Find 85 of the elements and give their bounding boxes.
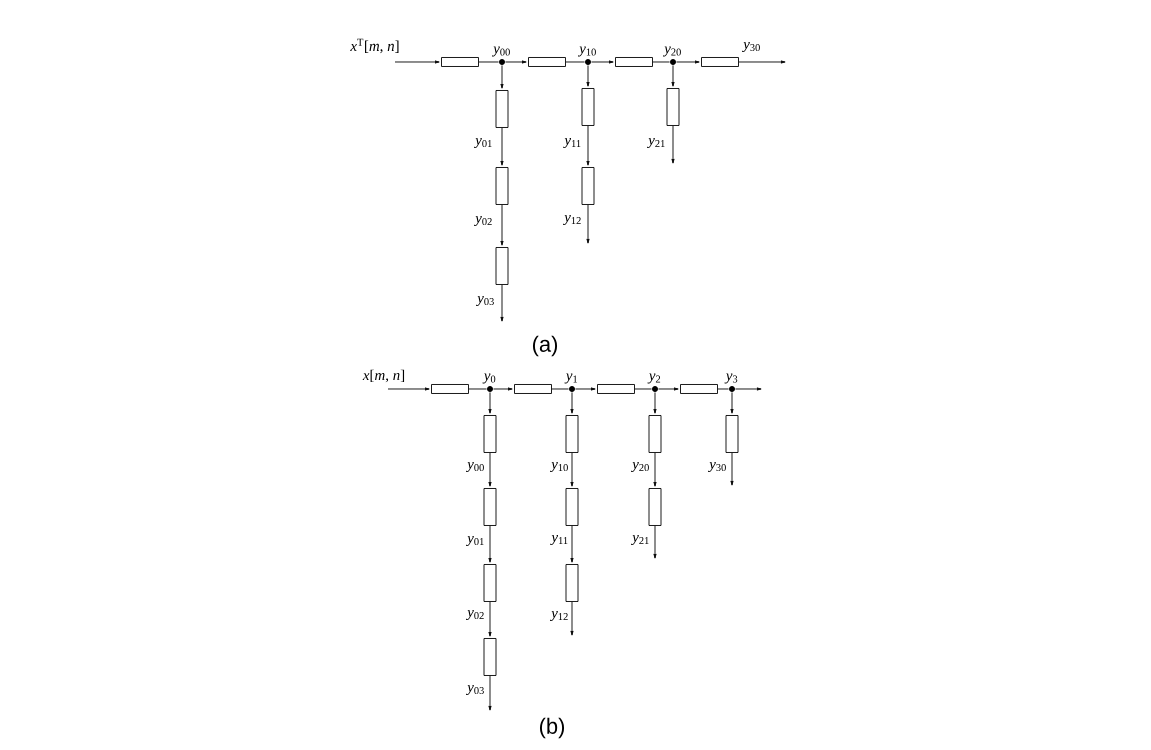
arrow	[738, 60, 786, 64]
arrow	[658, 387, 679, 391]
arrow	[488, 392, 492, 414]
block-box	[514, 384, 552, 394]
signal-label: y$_{01}$	[465, 535, 484, 547]
block-box	[483, 564, 497, 602]
arrow	[575, 387, 596, 391]
arrow	[488, 525, 492, 563]
signal-label: x[m, n]	[362, 369, 405, 383]
arrow	[570, 525, 574, 563]
arrow	[570, 392, 574, 414]
arrow	[653, 525, 657, 559]
signal-label: y$_{21}$	[630, 534, 649, 546]
block-box	[495, 167, 509, 205]
signal-label: y$_{2}$	[647, 373, 661, 384]
arrow	[730, 392, 734, 414]
block-box	[581, 88, 595, 126]
signal-label: y$_{10}$	[577, 46, 596, 57]
signal-label: y$_{21}$	[646, 137, 665, 149]
arrow	[735, 387, 762, 391]
signal-label: y$_{11}$	[550, 534, 568, 546]
arrow	[653, 392, 657, 414]
signal-label: y$_{00}$	[465, 461, 484, 473]
block-box	[528, 57, 566, 67]
block-box	[725, 415, 739, 453]
signal-label: y$_{03}$	[465, 684, 484, 696]
signal-label: y$_{10}$	[549, 461, 568, 473]
block-box	[483, 488, 497, 526]
arrow	[653, 452, 657, 487]
arrow	[591, 60, 614, 64]
block-box	[565, 488, 579, 526]
arrow	[500, 65, 504, 89]
arrow	[671, 125, 675, 164]
arrow	[586, 65, 590, 87]
arrow	[488, 452, 492, 487]
arrow	[500, 284, 504, 322]
arrow	[570, 601, 574, 636]
block-box	[581, 167, 595, 205]
arrow	[394, 60, 440, 64]
signal-label: y$_{12}$	[562, 214, 581, 226]
signal-label: y$_{30}$	[741, 41, 760, 53]
arrow	[671, 65, 675, 87]
block-box	[648, 488, 662, 526]
block-box	[483, 415, 497, 453]
block-box	[648, 415, 662, 453]
arrow	[676, 60, 700, 64]
block-box	[615, 57, 653, 67]
block-box	[701, 57, 739, 67]
signal-label: y$_{1}$	[564, 373, 578, 384]
signal-label: y$_{20}$	[630, 461, 649, 473]
block-box	[495, 90, 509, 128]
block-box	[597, 384, 635, 394]
block-box	[483, 638, 497, 676]
panel-label: (a)	[532, 335, 558, 357]
arrow	[730, 452, 734, 486]
arrow	[586, 125, 590, 166]
signal-label: y$_{12}$	[549, 610, 568, 622]
arrow	[500, 204, 504, 246]
arrow	[493, 387, 513, 391]
arrow	[505, 60, 527, 64]
signal-label: y$_{3}$	[724, 373, 738, 384]
arrow	[488, 675, 492, 711]
signal-label: y$_{02}$	[465, 609, 484, 621]
arrow	[586, 204, 590, 244]
block-box	[431, 384, 469, 394]
block-box	[565, 415, 579, 453]
signal-label: y$_{00}$	[491, 46, 510, 57]
arrow	[387, 387, 430, 391]
signal-label: y$_{20}$	[662, 46, 681, 57]
panel-label: (b)	[539, 717, 565, 739]
block-box	[495, 247, 509, 285]
signal-label: y$_{11}$	[563, 137, 581, 149]
signal-label: y$_{03}$	[475, 295, 494, 307]
signal-label: y$_{02}$	[473, 215, 492, 227]
block-box	[565, 564, 579, 602]
signal-label: y$_{30}$	[707, 461, 726, 473]
arrow	[488, 601, 492, 637]
arrow	[500, 127, 504, 166]
block-box	[666, 88, 680, 126]
block-box	[680, 384, 718, 394]
signal-label: x$^{T}$[m, n]	[350, 38, 399, 54]
signal-label: y$_{0}$	[482, 373, 496, 384]
arrow	[570, 452, 574, 487]
block-box	[441, 57, 479, 67]
signal-label: y$_{01}$	[473, 137, 492, 149]
